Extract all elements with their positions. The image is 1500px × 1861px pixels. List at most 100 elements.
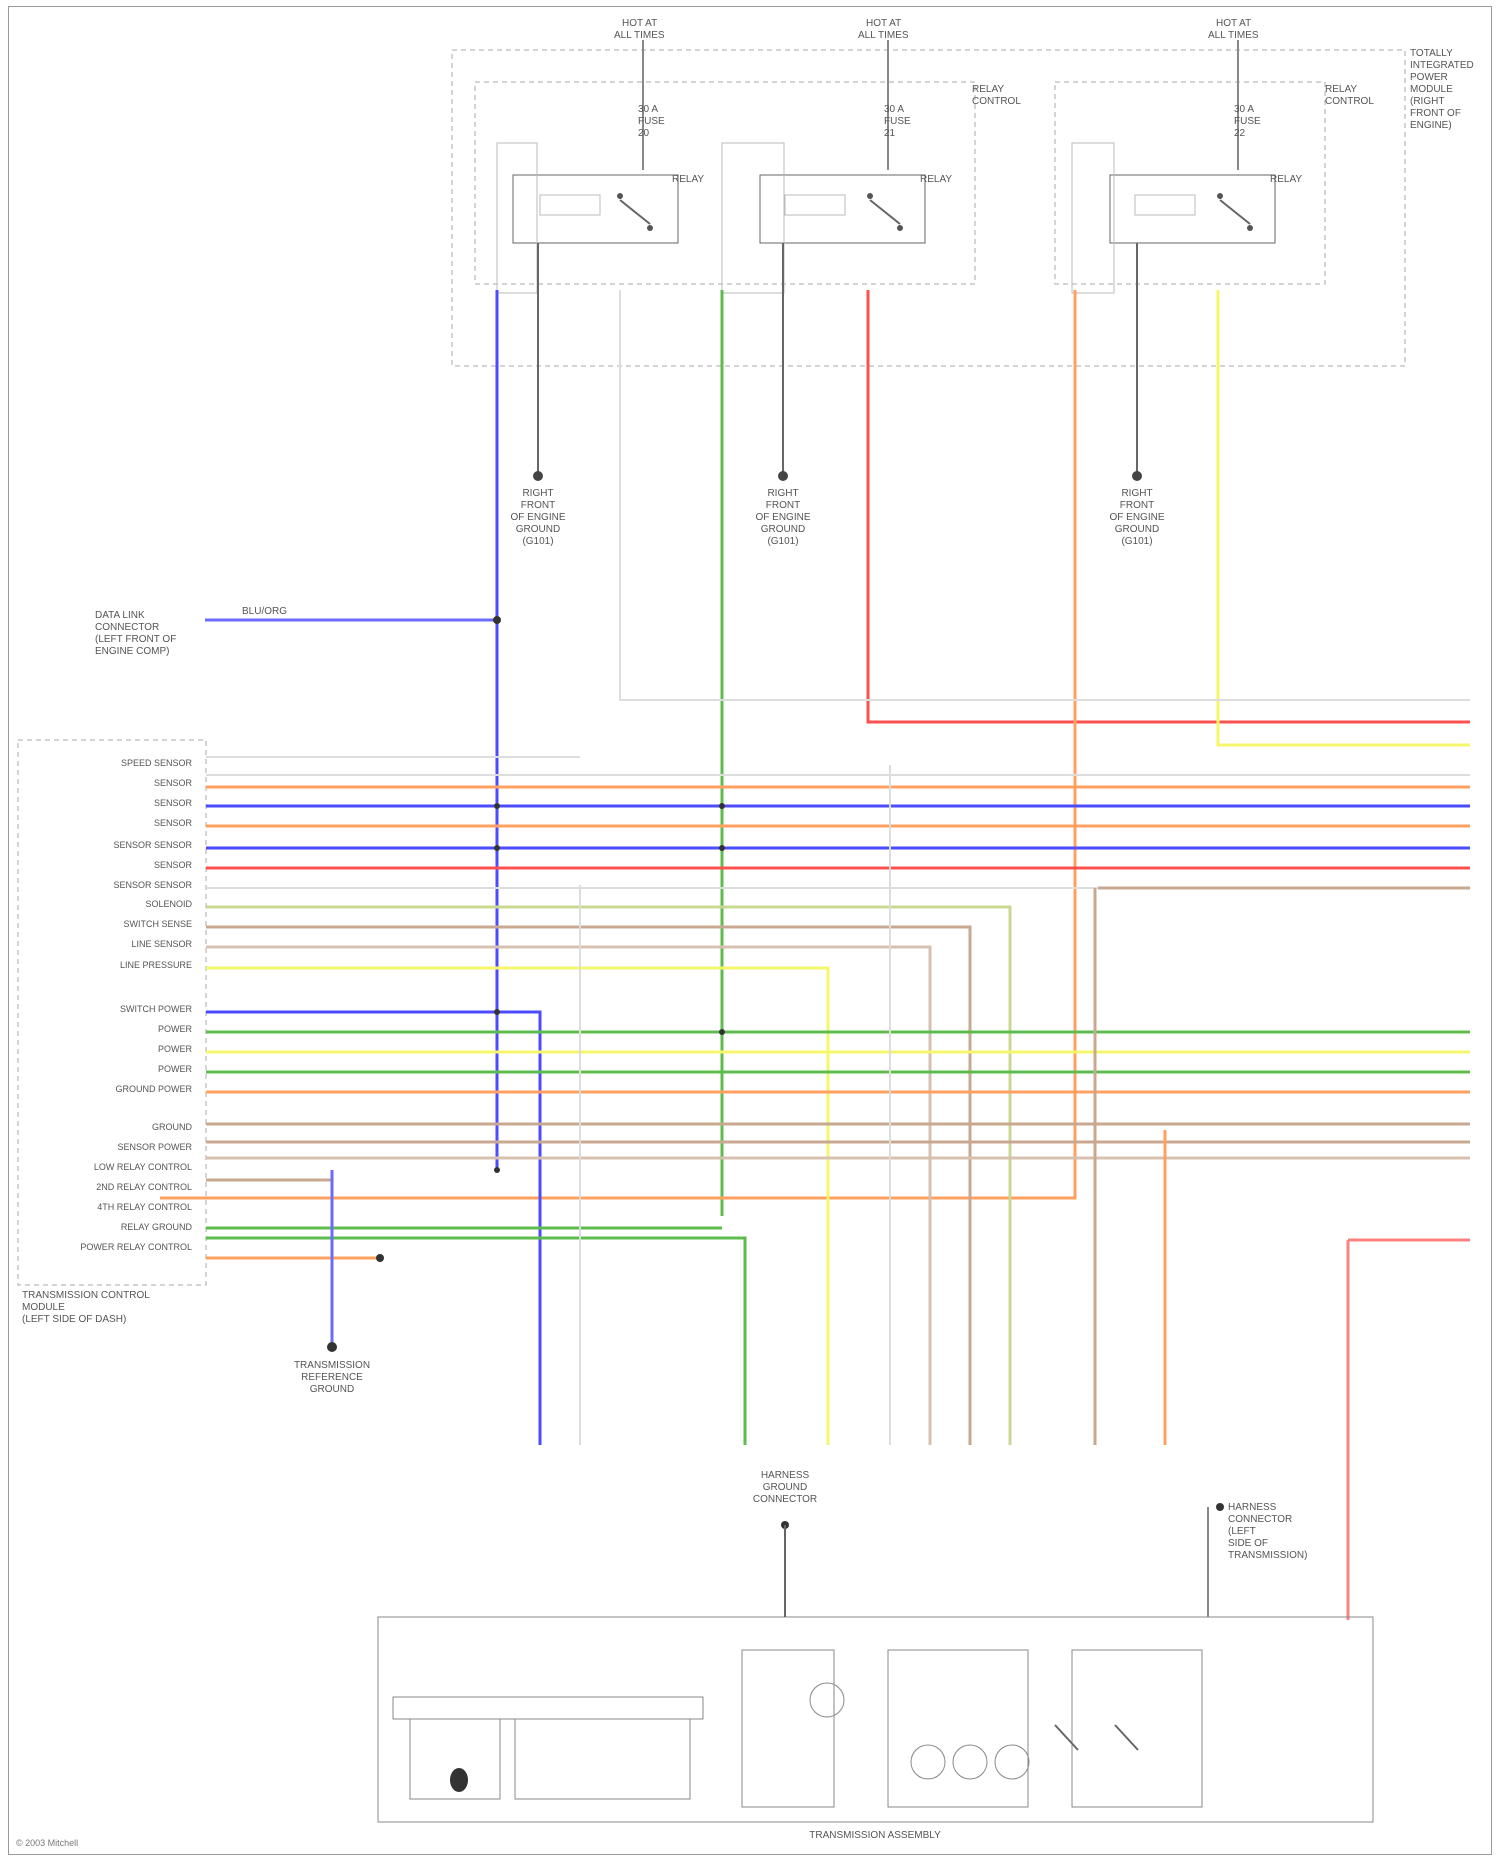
note-ground-dot [1216, 1503, 1224, 1511]
ground-dot-3 [1132, 471, 1142, 481]
pin-c-1: SENSOR POWER [117, 1142, 192, 1152]
tcm-label-l1: TRANSMISSION CONTROL [22, 1290, 150, 1301]
pin-c-3: 2ND RELAY CONTROL [96, 1182, 192, 1192]
relay-2-fuse-l3: 21 [884, 128, 896, 139]
tcm-pin-labels: SPEED SENSOR SENSOR SENSOR SENSOR SENSOR… [80, 758, 192, 1252]
bottom-note-l3: (LEFT [1228, 1526, 1256, 1537]
ground-dot-1 [533, 471, 543, 481]
relay-2-supply-l2: ALL TIMES [858, 30, 909, 41]
relay-wires [160, 290, 1470, 1216]
pin-a-0: SPEED SENSOR [121, 758, 193, 768]
module-block-labels: RELAY CONTROL RELAY CONTROL [972, 84, 1374, 107]
relay-center-l7: ENGINE) [1410, 120, 1452, 131]
pin-c-0: GROUND [152, 1122, 192, 1132]
assembly-inner-3 [515, 1719, 690, 1799]
ground-3-l1: RIGHT [1121, 488, 1152, 499]
relay-center-l5: (RIGHT [1410, 96, 1444, 107]
relay-2-supply-l1: HOT AT [866, 18, 901, 29]
bottom-note-label: HARNESS CONNECTOR (LEFT SIDE OF TRANSMIS… [1228, 1502, 1307, 1561]
watermark: © 2003 Mitchell [16, 1838, 78, 1848]
sensor-circle-4 [995, 1745, 1029, 1779]
relay-2-labels: HOT AT ALL TIMES 30 A FUSE 21 RELAY [858, 18, 952, 185]
splice-dots [494, 803, 725, 1173]
tcm-label: TRANSMISSION CONTROL MODULE (LEFT SIDE O… [22, 1290, 150, 1325]
splice-orange [376, 1254, 384, 1262]
module-block-1-l2: CONTROL [972, 96, 1021, 107]
sensor-circle-2 [911, 1745, 945, 1779]
ground-3-l5: (G101) [1121, 536, 1152, 547]
pin-a-2: SENSOR [154, 798, 193, 808]
relay-3-labels: HOT AT ALL TIMES 30 A FUSE 22 RELAY [1208, 18, 1302, 185]
relay-1-fuse-l3: 20 [638, 128, 650, 139]
relay-3-fuse-l2: FUSE [1234, 116, 1261, 127]
ground-2-l5: (G101) [767, 536, 798, 547]
relay-3-fuse-l3: 22 [1234, 128, 1246, 139]
bottom-note-l1: HARNESS [1228, 1502, 1277, 1513]
relay-center-label: TOTALLY INTEGRATED POWER MODULE (RIGHT F… [1410, 48, 1474, 131]
wire-orange-vertical [160, 290, 1075, 1198]
pin-b-1: POWER [158, 1024, 193, 1034]
data-link-l3: (LEFT FRONT OF [95, 634, 176, 645]
tcm-ground-l3: GROUND [310, 1384, 354, 1395]
relay-1-fuse-l1: 30 A [638, 104, 658, 115]
harness-ground-l1: HARNESS [761, 1470, 810, 1481]
assembly-inner-5 [888, 1650, 1028, 1807]
module-block-2-l2: CONTROL [1325, 96, 1374, 107]
ground-2-l1: RIGHT [767, 488, 798, 499]
wire-light-vertical [620, 290, 1470, 700]
pin-b-4: GROUND POWER [116, 1084, 193, 1094]
bottom-note-l4: SIDE OF [1228, 1538, 1268, 1549]
data-link-label: DATA LINK CONNECTOR (LEFT FRONT OF ENGIN… [95, 606, 287, 657]
relay-1-label: RELAY [672, 174, 704, 185]
data-link-l2: CONNECTOR [95, 622, 159, 633]
pin-c-6: POWER RELAY CONTROL [80, 1242, 192, 1252]
solenoid-symbol [450, 1768, 468, 1792]
module-block-1-l1: RELAY [972, 84, 1004, 95]
pin-a-10: LINE PRESSURE [120, 960, 192, 970]
pin-a-5: SENSOR [154, 860, 193, 870]
tcm-ground-l2: REFERENCE [301, 1372, 363, 1383]
pin-c-4: 4TH RELAY CONTROL [97, 1202, 192, 1212]
ground-1-l2: FRONT [521, 500, 555, 511]
module-block-2-l1: RELAY [1325, 84, 1357, 95]
harness-ground-l3: CONNECTOR [753, 1494, 817, 1505]
relay-1 [497, 143, 678, 293]
relay-1-fuse-l2: FUSE [638, 116, 665, 127]
relay-center-l4: MODULE [1410, 84, 1453, 95]
harness-ground-l2: GROUND [763, 1482, 807, 1493]
wire-yellow-vertical [1218, 290, 1470, 745]
pin-b-0: SWITCH POWER [120, 1004, 192, 1014]
ground-3-l3: OF ENGINE [1109, 512, 1164, 523]
ground-3-l4: GROUND [1115, 524, 1159, 535]
pin-a-6: SENSOR SENSOR [113, 880, 192, 890]
ground-drops [538, 243, 1137, 474]
ground-labels: RIGHT FRONT OF ENGINE GROUND (G101) RIGH… [510, 488, 1164, 547]
sensor-circle-1 [810, 1683, 844, 1717]
data-link-l1: DATA LINK [95, 610, 145, 621]
assembly-inner-1 [393, 1697, 703, 1719]
pin-c-2: LOW RELAY CONTROL [94, 1162, 192, 1172]
relay-1-supply-l2: ALL TIMES [614, 30, 665, 41]
pin-a-8: SWITCH SENSE [123, 919, 192, 929]
relay-1-supply-l1: HOT AT [622, 18, 657, 29]
relay-3-supply-l1: HOT AT [1216, 18, 1251, 29]
ground-1-l4: GROUND [516, 524, 560, 535]
tcm-ground-dot [327, 1342, 337, 1352]
sensor-circle-3 [953, 1745, 987, 1779]
pin-a-3: SENSOR [154, 818, 193, 828]
harness-wires [206, 757, 1470, 1620]
relay-2-label: RELAY [920, 174, 952, 185]
relay-3 [1072, 143, 1275, 293]
relay-3-supply-l2: ALL TIMES [1208, 30, 1259, 41]
ground-2-l2: FRONT [766, 500, 800, 511]
ground-3-l2: FRONT [1120, 500, 1154, 511]
relay-2 [722, 143, 925, 293]
relay-2-fuse-l1: 30 A [884, 104, 904, 115]
pin-a-1: SENSOR [154, 778, 193, 788]
ground-1-l3: OF ENGINE [510, 512, 565, 523]
pin-a-9: LINE SENSOR [131, 939, 192, 949]
switch-1 [1055, 1725, 1078, 1750]
data-link-l4: ENGINE COMP) [95, 646, 169, 657]
ground-2-l3: OF ENGINE [755, 512, 810, 523]
relay-1-labels: HOT AT ALL TIMES 30 A FUSE 20 RELAY [614, 18, 704, 185]
